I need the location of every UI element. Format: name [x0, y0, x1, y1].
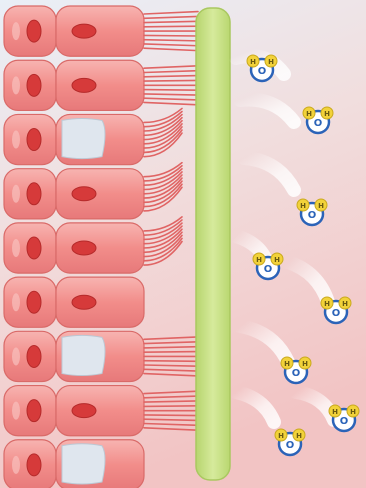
- mucus-layer: [196, 8, 230, 480]
- basal-cell-nucleus: [27, 183, 41, 205]
- columnar-cell-nucleus: [72, 78, 96, 92]
- cilium: [144, 361, 198, 362]
- cilium: [144, 90, 198, 91]
- columnar-cell-nucleus: [72, 295, 96, 309]
- basal-cell-nucleus: [27, 454, 41, 476]
- cell-highlight: [12, 456, 20, 474]
- basal-cell-nucleus: [27, 237, 41, 259]
- cell-highlight: [12, 131, 20, 149]
- hydrogen-label: H: [268, 58, 274, 66]
- basal-cell-nucleus: [27, 129, 41, 151]
- cell-highlight: [12, 76, 20, 94]
- columnar-cell-nucleus: [72, 187, 96, 201]
- cell-highlight: [12, 22, 20, 40]
- oxygen-label: O: [332, 308, 341, 319]
- epithelial-cells: [4, 6, 144, 488]
- hydrogen-label: H: [274, 256, 280, 264]
- basal-cell-nucleus: [27, 345, 41, 367]
- oxygen-label: O: [264, 264, 273, 275]
- basal-cell-nucleus: [27, 20, 41, 42]
- hydrogen-label: H: [296, 432, 302, 440]
- cilium: [144, 26, 198, 27]
- basal-cell-nucleus: [27, 291, 41, 313]
- columnar-cell-nucleus: [72, 404, 96, 418]
- goblet-cell-vesicle: [62, 118, 105, 158]
- cell-highlight: [12, 402, 20, 420]
- hydrogen-label: H: [350, 408, 356, 416]
- cell-highlight: [12, 239, 20, 257]
- columnar-cell-nucleus: [72, 241, 96, 255]
- cell-highlight: [12, 185, 20, 203]
- cell-highlight: [12, 347, 20, 365]
- hydrogen-label: H: [278, 432, 284, 440]
- oxygen-label: O: [258, 66, 267, 77]
- cilium: [144, 406, 198, 407]
- columnar-cell: [56, 277, 144, 327]
- oxygen-label: O: [292, 368, 301, 379]
- cilium: [144, 80, 198, 81]
- goblet-cell-vesicle: [62, 444, 105, 484]
- columnar-cell: [56, 169, 144, 219]
- columnar-cell-nucleus: [72, 24, 96, 38]
- hydrogen-label: H: [342, 300, 348, 308]
- hydrogen-label: H: [306, 110, 312, 118]
- cilium: [144, 352, 198, 353]
- hydrogen-label: H: [302, 360, 308, 368]
- basal-cell-nucleus: [27, 74, 41, 96]
- columnar-cell: [56, 6, 144, 56]
- hydrogen-label: H: [300, 202, 306, 210]
- hydrogen-label: H: [324, 110, 330, 118]
- hydrogen-label: H: [256, 256, 262, 264]
- cell-highlight: [12, 293, 20, 311]
- columnar-cell: [56, 60, 144, 110]
- oxygen-label: O: [286, 440, 295, 451]
- cilium: [144, 35, 198, 36]
- cilium: [144, 415, 198, 416]
- columnar-cell: [56, 386, 144, 436]
- hydrogen-label: H: [324, 300, 330, 308]
- goblet-cell-vesicle: [62, 335, 105, 375]
- hydrogen-label: H: [332, 408, 338, 416]
- hydrogen-label: H: [250, 58, 256, 66]
- hydrogen-label: H: [318, 202, 324, 210]
- hydrogen-label: H: [284, 360, 290, 368]
- oxygen-label: O: [308, 210, 317, 221]
- oxygen-label: O: [314, 118, 323, 129]
- basal-cell-nucleus: [27, 400, 41, 422]
- columnar-cell: [56, 223, 144, 273]
- oxygen-label: O: [340, 416, 349, 427]
